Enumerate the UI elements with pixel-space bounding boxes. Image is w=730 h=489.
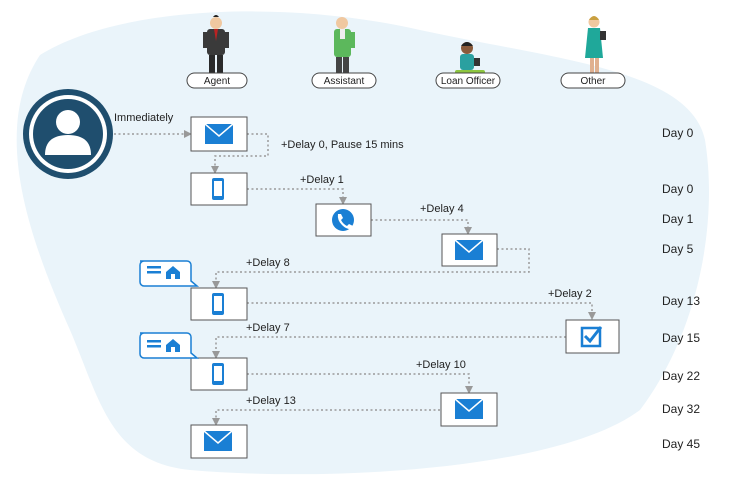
email-icon [454, 239, 484, 260]
svg-text:Other: Other [580, 76, 606, 87]
step-email-1 [190, 116, 248, 152]
step-phone [315, 203, 372, 237]
svg-text:Assistant: Assistant [324, 76, 365, 87]
delay-label: +Delay 8 [246, 257, 290, 269]
step-mobile-3 [190, 357, 248, 391]
connector [212, 248, 530, 289]
connector [211, 133, 269, 174]
day-label: Day 13 [662, 294, 700, 308]
task-checkbox-icon [580, 326, 603, 348]
step-email-3 [440, 392, 498, 427]
delay-label: +Delay 2 [548, 288, 592, 300]
chat-badge-2 [139, 332, 200, 359]
assistant-figure [334, 17, 355, 81]
user-avatar-icon [23, 89, 113, 179]
mobile-icon [212, 178, 224, 200]
step-task [565, 319, 620, 354]
step-email-2 [441, 233, 498, 267]
day-label: Day 15 [662, 331, 700, 345]
delay-label: +Delay 1 [300, 174, 344, 186]
role-label-loan-officer: Loan Officer [435, 72, 501, 89]
day-label: Day 0 [662, 182, 694, 196]
day-label: Day 32 [662, 402, 700, 416]
role-label-assistant: Assistant [311, 72, 377, 89]
step-mobile-2 [190, 287, 248, 321]
day-label: Day 45 [662, 437, 700, 451]
role-label-other: Other [560, 72, 626, 89]
step-mobile-1 [190, 172, 248, 206]
email-icon [454, 398, 484, 419]
day-label: Day 1 [662, 212, 694, 226]
svg-text:Loan Officer: Loan Officer [441, 76, 496, 87]
mobile-icon [212, 293, 224, 315]
step-email-4 [190, 424, 248, 459]
email-icon [204, 123, 234, 144]
house-icon [166, 339, 180, 352]
connector [371, 219, 472, 235]
day-label: Day 0 [662, 126, 694, 140]
connector [247, 373, 473, 394]
connector [247, 188, 347, 205]
delay-label: +Delay 10 [416, 359, 466, 371]
agent-figure [203, 15, 229, 81]
mobile-icon [212, 363, 224, 385]
house-icon [166, 266, 180, 279]
phone-icon [332, 209, 354, 231]
delay-label: +Delay 0, Pause 15 mins [281, 139, 404, 151]
delay-label: +Delay 4 [420, 203, 464, 215]
day-label: Day 22 [662, 369, 700, 383]
email-icon [203, 430, 233, 451]
trigger-label: Immediately [114, 112, 174, 124]
role-label-agent: Agent [186, 72, 248, 89]
day-label: Day 5 [662, 242, 694, 256]
svg-text:Agent: Agent [204, 76, 230, 87]
other-figure [585, 16, 606, 80]
delay-label: +Delay 13 [246, 395, 296, 407]
delay-label: +Delay 7 [246, 322, 290, 334]
chat-badge-1 [139, 260, 200, 287]
